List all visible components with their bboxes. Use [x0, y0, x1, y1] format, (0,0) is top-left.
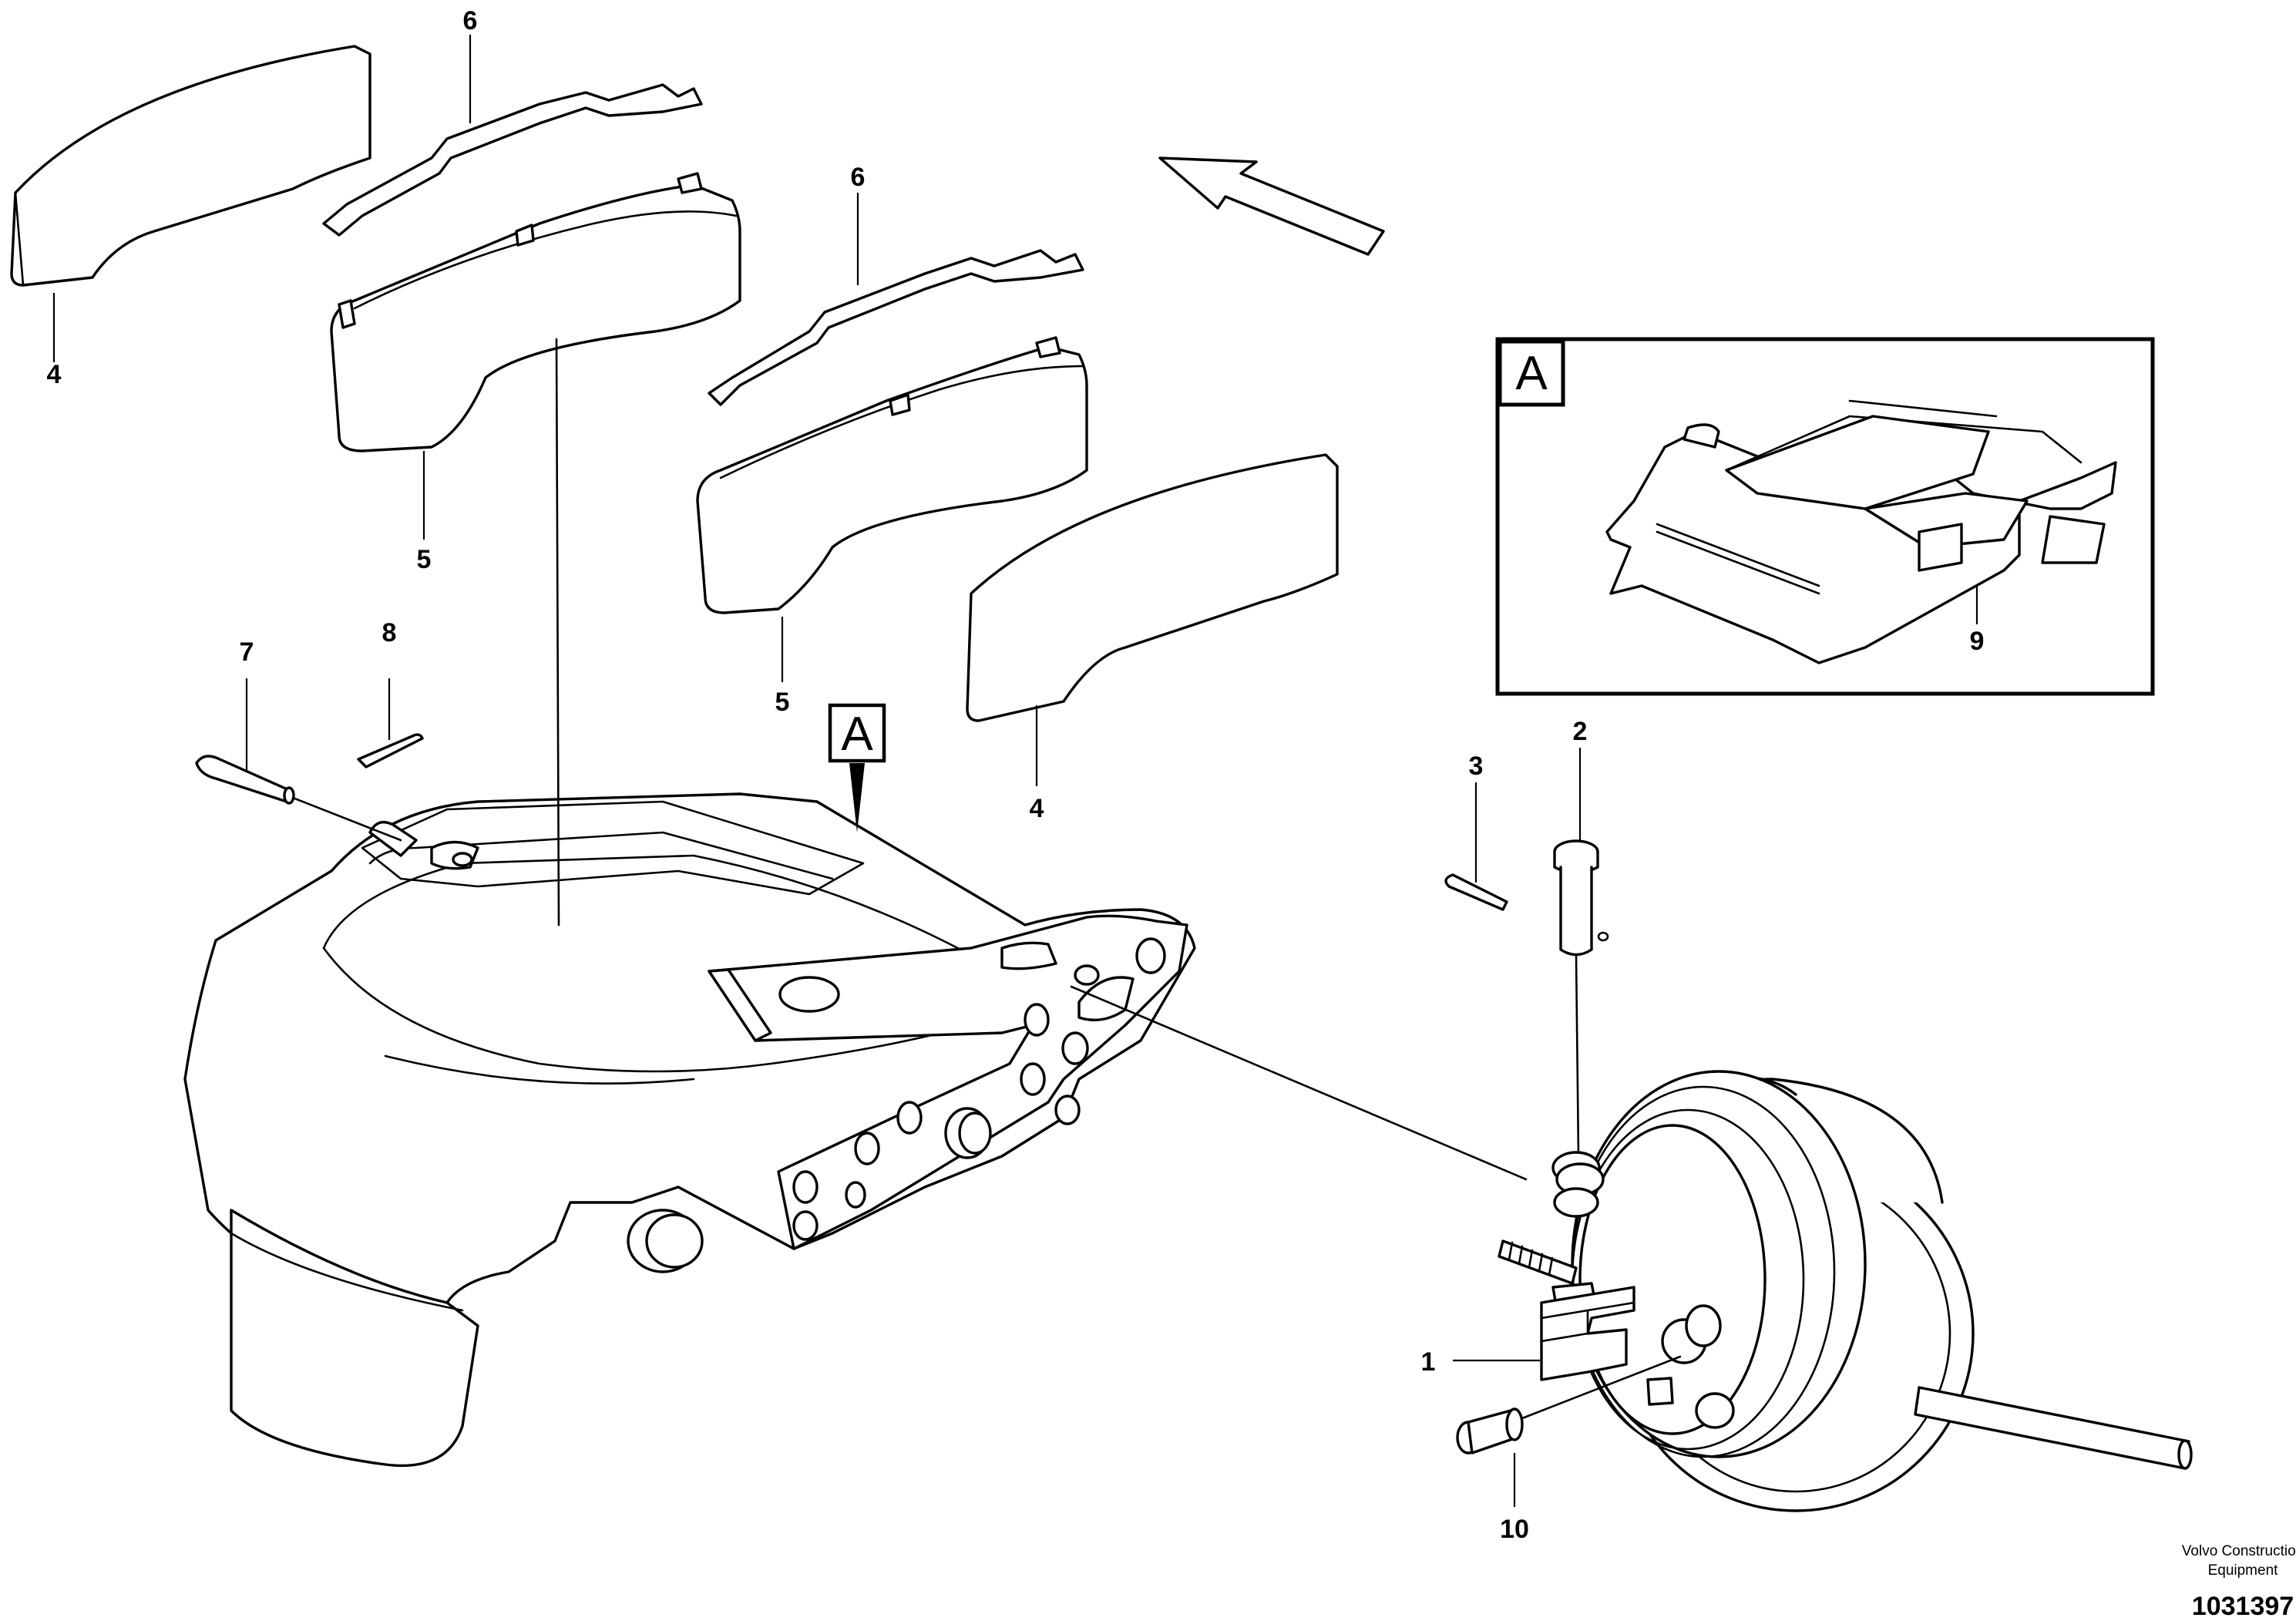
callout-4-top: 4 — [47, 360, 62, 389]
air-fitting — [1456, 1355, 1682, 1455]
figure-number: 1031397 — [2192, 1592, 2294, 1621]
pad-spring-right — [708, 249, 1084, 406]
arrow-icon — [1158, 156, 1385, 256]
view-marker-a: A — [828, 703, 886, 832]
split-pin — [1444, 873, 1508, 911]
caliper-housing — [183, 792, 1196, 1468]
view-marker-label: A — [841, 708, 873, 761]
brake-chamber — [1498, 1070, 2193, 1512]
callout-6-left: 6 — [463, 6, 478, 35]
backing-plate-left — [10, 45, 371, 287]
pad-spring-left — [322, 83, 703, 237]
wear-sensor — [1605, 399, 2117, 664]
callout-9: 9 — [1970, 627, 1985, 656]
callout-3: 3 — [1469, 752, 1484, 781]
callout-5-left: 5 — [417, 545, 432, 574]
callout-8: 8 — [382, 618, 397, 647]
cotter-pin — [357, 733, 424, 768]
detail-view-a: A — [1495, 337, 2155, 696]
brake-pad-right — [696, 336, 1088, 614]
callout-4-bottom: 4 — [1030, 794, 1044, 823]
company-name-line1: Volvo Construction — [2182, 1543, 2296, 1559]
callout-1: 1 — [1421, 1347, 1436, 1377]
detail-box-label: A — [1515, 347, 1548, 400]
callout-6-right: 6 — [851, 163, 866, 192]
callout-5-right: 5 — [775, 688, 790, 717]
company-name-line2: Equipment — [2208, 1562, 2279, 1579]
callout-2: 2 — [1573, 717, 1588, 746]
mounting-bracket — [1540, 1286, 1635, 1381]
backing-plate-right — [966, 453, 1339, 722]
leader-lines — [52, 35, 1978, 1507]
brake-pad-left — [330, 172, 741, 452]
caliper-bolt — [195, 755, 295, 805]
guide-lines — [291, 338, 1580, 1181]
callout-7: 7 — [240, 637, 254, 667]
callout-10: 10 — [1500, 1515, 1529, 1544]
clevis-pin — [1553, 839, 1609, 957]
